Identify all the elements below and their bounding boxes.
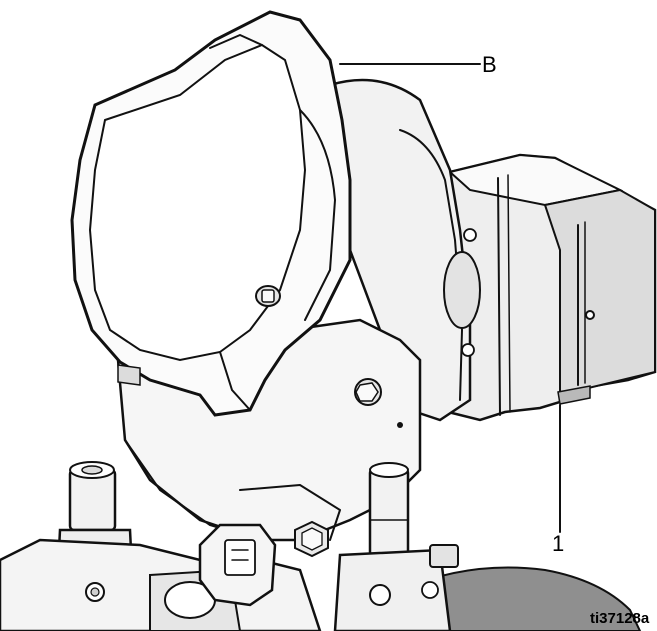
front-cover bbox=[70, 10, 352, 417]
bracket-bolt bbox=[354, 378, 382, 406]
callout-b-label: B bbox=[482, 52, 497, 77]
right-fitting bbox=[333, 462, 459, 631]
gear-housing bbox=[328, 78, 481, 422]
cover-screw bbox=[255, 285, 281, 307]
hex-nut bbox=[294, 520, 329, 558]
callout-b: B bbox=[339, 52, 497, 77]
callout-1: 1 bbox=[552, 404, 564, 556]
motor-housing bbox=[438, 153, 657, 422]
figure-id: ti37128a bbox=[590, 610, 650, 627]
callout-1-label: 1 bbox=[552, 531, 564, 556]
electrical-connector bbox=[198, 523, 277, 607]
